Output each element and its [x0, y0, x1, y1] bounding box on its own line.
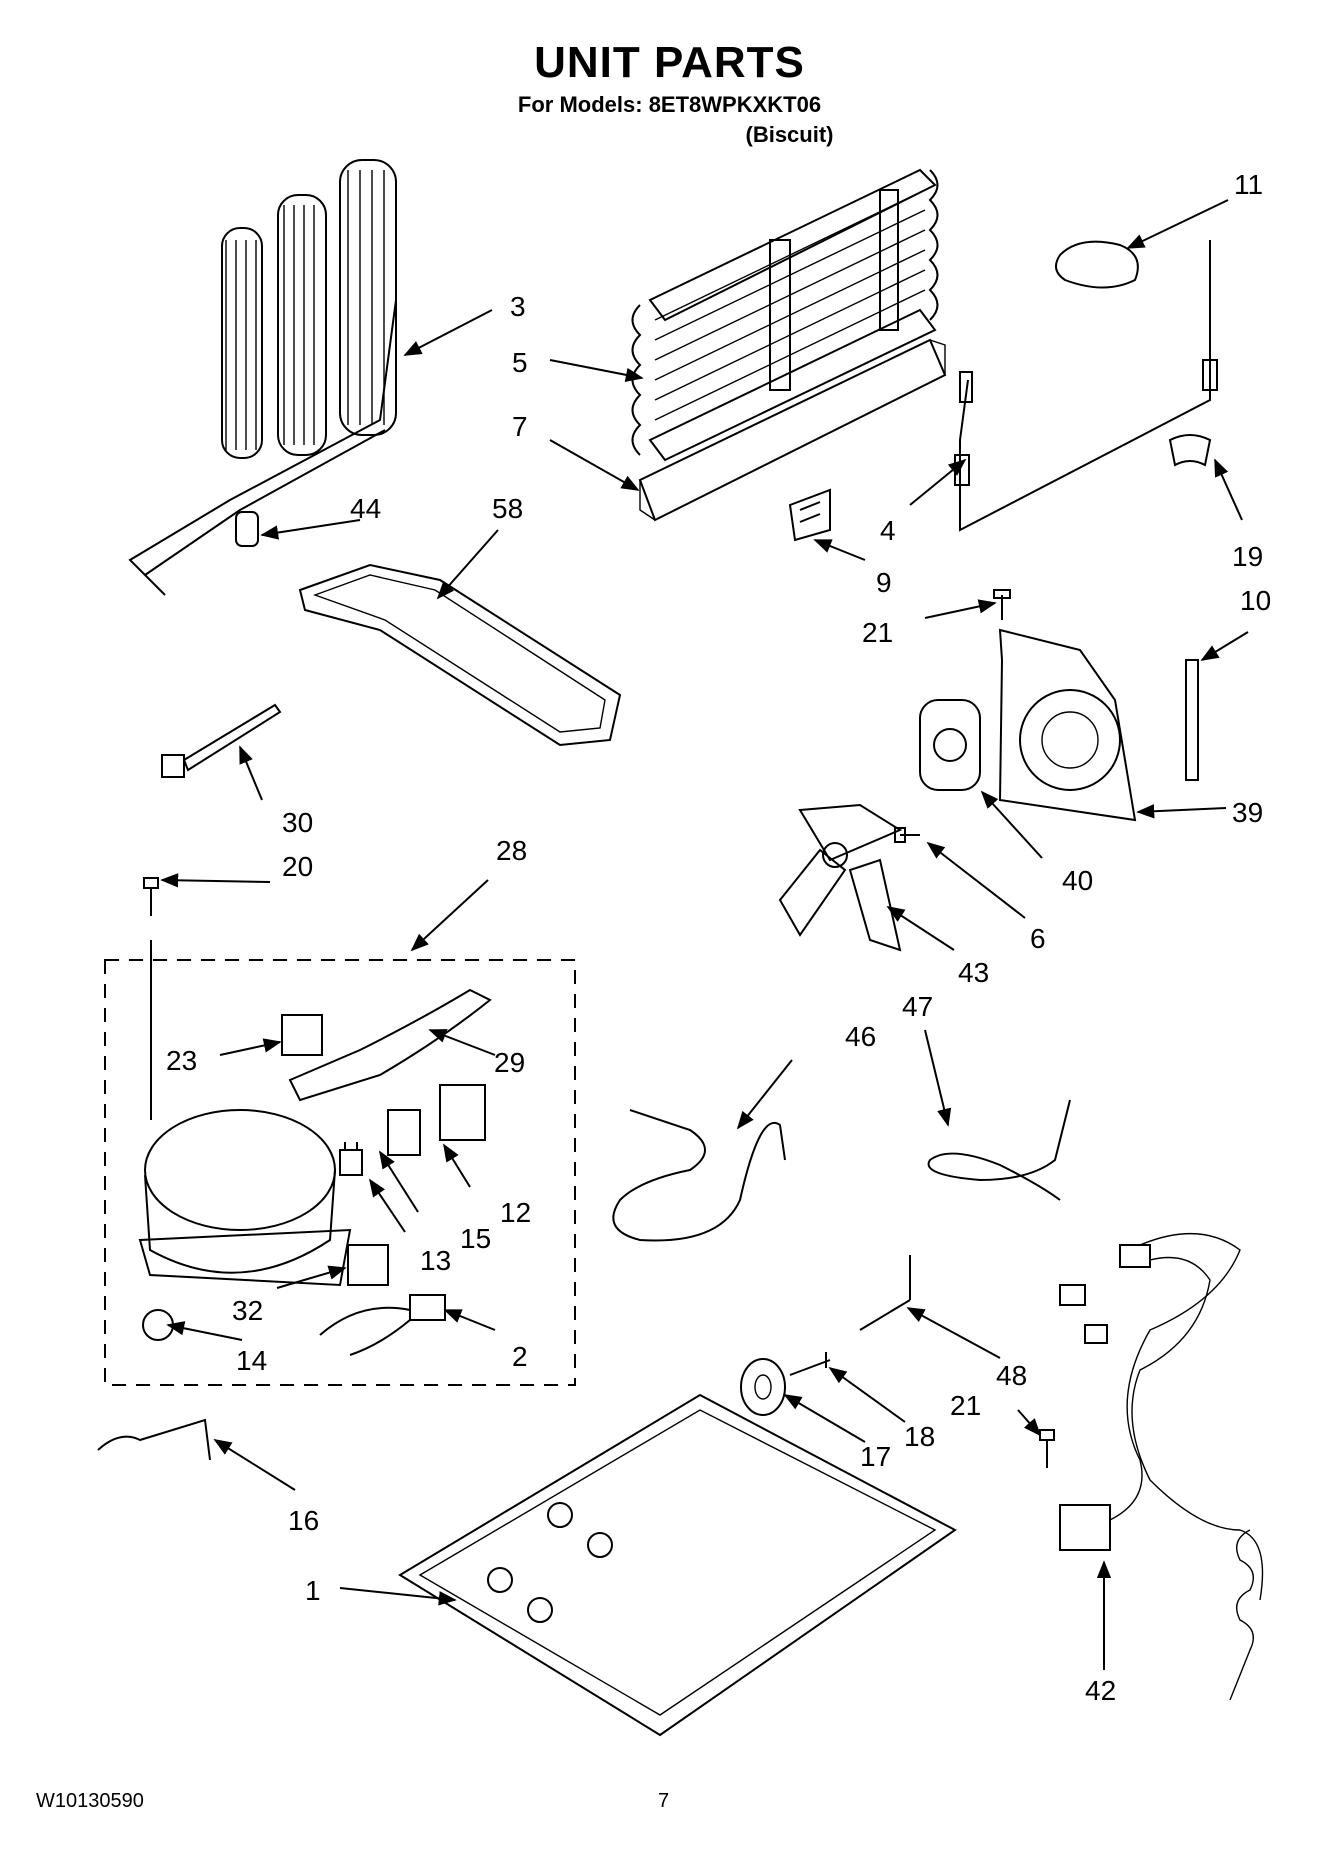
page-number: 7 — [658, 1790, 670, 1812]
callout-58: 58 — [492, 493, 523, 524]
leader-lines — [160, 199, 1249, 1670]
callout-3: 3 — [510, 291, 526, 322]
callout-2: 2 — [512, 1341, 528, 1372]
capacitor-32 — [347, 1244, 389, 1286]
callout-4: 4 — [880, 515, 896, 546]
compressor-kit-outline — [104, 959, 576, 1386]
callout-7: 7 — [512, 411, 528, 442]
callout-15: 15 — [460, 1223, 491, 1254]
overload-harness-2 — [319, 1294, 446, 1356]
cable-tie — [161, 703, 282, 778]
relay-12 — [439, 1084, 486, 1141]
callout-40: 40 — [1062, 865, 1093, 896]
callout-44: 44 — [350, 493, 381, 524]
drain-pan — [298, 563, 622, 747]
callout-32: 32 — [232, 1295, 263, 1326]
callout-30: 30 — [282, 807, 313, 838]
foam-strip — [1185, 659, 1199, 781]
screw — [993, 589, 1011, 620]
wiring-harness-42 — [1059, 1232, 1264, 1701]
callout-28: 28 — [496, 835, 527, 866]
rubber-cap — [1055, 240, 1139, 289]
compressor — [138, 1109, 352, 1341]
callout-21b: 21 — [950, 1390, 981, 1421]
callout-47: 47 — [902, 991, 933, 1022]
drain-hose-46 — [612, 1109, 786, 1242]
screw — [1039, 1429, 1055, 1468]
callout-13: 13 — [420, 1245, 451, 1276]
axle-18 — [789, 1352, 831, 1376]
relay-23 — [281, 1014, 323, 1056]
callout-5: 5 — [512, 347, 528, 378]
callout-48: 48 — [996, 1360, 1027, 1391]
connector-13 — [339, 1142, 363, 1176]
roller-17 — [740, 1358, 786, 1416]
document-code: W10130590 — [36, 1790, 144, 1812]
drain-tube-48 — [859, 1255, 911, 1331]
callout-29: 29 — [494, 1047, 525, 1078]
callout-16: 16 — [288, 1505, 319, 1536]
callout-9: 9 — [876, 567, 892, 598]
page-title: UNIT PARTS — [534, 38, 805, 87]
bracket — [788, 488, 831, 542]
evaporator-coil — [631, 168, 939, 462]
relay-15 — [387, 1109, 421, 1156]
callout-20: 20 — [282, 851, 313, 882]
callout-46: 46 — [845, 1021, 876, 1052]
fan-motor — [919, 699, 981, 791]
base-frame — [398, 1393, 957, 1737]
callout-39: 39 — [1232, 797, 1263, 828]
model-line: For Models: 8ET8WPKXKT06 — [517, 92, 822, 117]
callout-11: 11 — [1234, 169, 1263, 200]
callout-12: 12 — [500, 1197, 531, 1228]
spacer — [235, 511, 259, 547]
tube-47 — [927, 1099, 1071, 1201]
filter-drier — [288, 988, 492, 1102]
callout-10: 10 — [1240, 585, 1271, 616]
screw — [894, 827, 920, 843]
fan-shroud — [998, 628, 1137, 822]
callout-labels: 3 5 7 11 4 9 44 58 19 21 10 39 40 6 43 3… — [166, 169, 1271, 1706]
callout-18: 18 — [904, 1421, 935, 1452]
callout-6: 6 — [1030, 923, 1046, 954]
fan-blade — [778, 803, 903, 952]
ground-bolt — [143, 877, 159, 1120]
model-color: (Biscuit) — [745, 122, 834, 147]
callout-42: 42 — [1085, 1675, 1116, 1706]
sensor-harness — [954, 240, 1218, 532]
callout-17: 17 — [860, 1441, 891, 1472]
drip-trough — [638, 338, 947, 522]
condenser-coil — [128, 159, 397, 596]
callout-1: 1 — [305, 1575, 321, 1606]
spring-clip-16 — [97, 1418, 211, 1461]
callout-14: 14 — [236, 1345, 267, 1376]
callout-19: 19 — [1232, 541, 1263, 572]
callout-21a: 21 — [862, 617, 893, 648]
callout-23: 23 — [166, 1045, 197, 1076]
callout-43: 43 — [958, 957, 989, 988]
